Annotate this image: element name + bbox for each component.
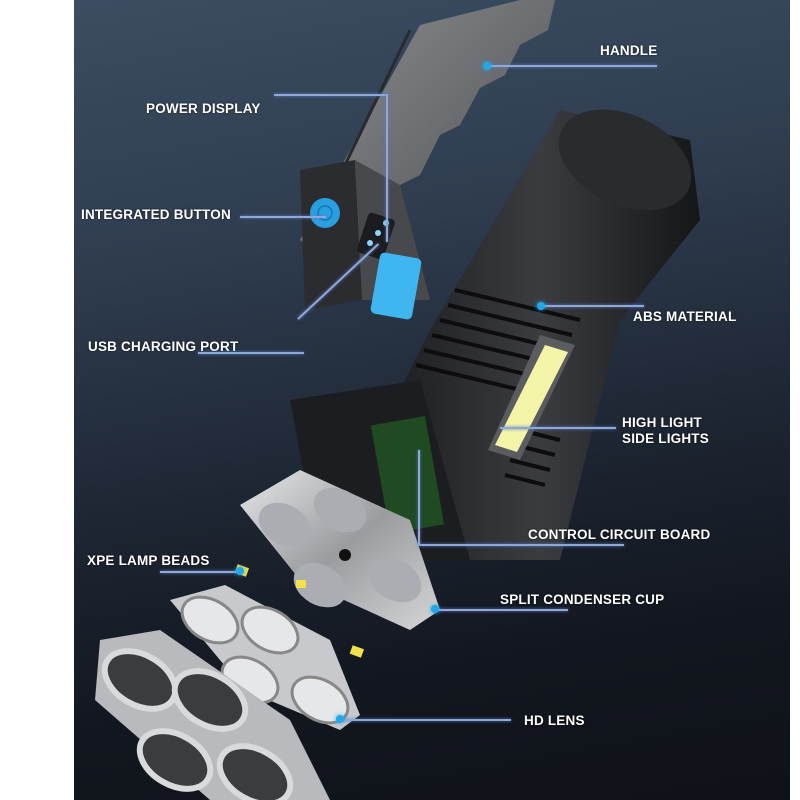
label-control-circuit-board: CONTROL CIRCUIT BOARD — [528, 527, 711, 542]
label-integrated-button: INTEGRATED BUTTON — [81, 207, 231, 222]
callout-dot-hd-lens — [336, 715, 344, 723]
integrated-button-icon — [310, 198, 340, 228]
label-side-lights-line2: SIDE LIGHTS — [622, 431, 709, 446]
lens-part — [170, 585, 360, 730]
callout-line-xpe-lamp-beads — [160, 571, 240, 573]
callout-dot-handle — [483, 62, 491, 70]
lens-ring-part — [95, 630, 330, 800]
callout-line-usb-charging-port — [198, 352, 304, 354]
label-power-display: POWER DISPLAY — [146, 101, 261, 116]
label-hd-lens: HD LENS — [524, 713, 585, 728]
label-usb-charging-port: USB CHARGING PORT — [88, 339, 239, 354]
barrel-part — [290, 109, 700, 560]
callout-dot-split-condenser-cup — [431, 605, 439, 613]
callout-line-split-condenser-cup — [432, 609, 568, 611]
callout-line-handle — [487, 65, 657, 67]
callout-dot-xpe-lamp-beads — [236, 567, 244, 575]
condenser-cup-part — [240, 470, 440, 630]
label-split-condenser-cup: SPLIT CONDENSER CUP — [500, 592, 665, 607]
label-handle: HANDLE — [600, 43, 658, 58]
callout-dot-abs-material — [537, 302, 545, 310]
usb-port-icon — [370, 252, 422, 320]
label-xpe-lamp-beads: XPE LAMP BEADS — [87, 553, 210, 568]
callout-line-control-circuit-board — [418, 544, 624, 546]
callout-line-power-display — [274, 94, 388, 96]
callout-vline-power-display — [386, 94, 388, 242]
label-abs-material: ABS MATERIAL — [633, 309, 737, 324]
callout-line-hd-lens — [341, 719, 511, 721]
callout-vline-control-circuit-board — [418, 450, 420, 545]
label-high-light-line1: HIGH LIGHT — [622, 415, 702, 430]
callout-line-side-lights — [500, 427, 616, 429]
callout-line-abs-material — [540, 305, 644, 307]
infographic-panel — [74, 0, 790, 800]
callout-line-integrated-button — [240, 216, 326, 218]
flashlight-illustration — [95, 0, 700, 800]
